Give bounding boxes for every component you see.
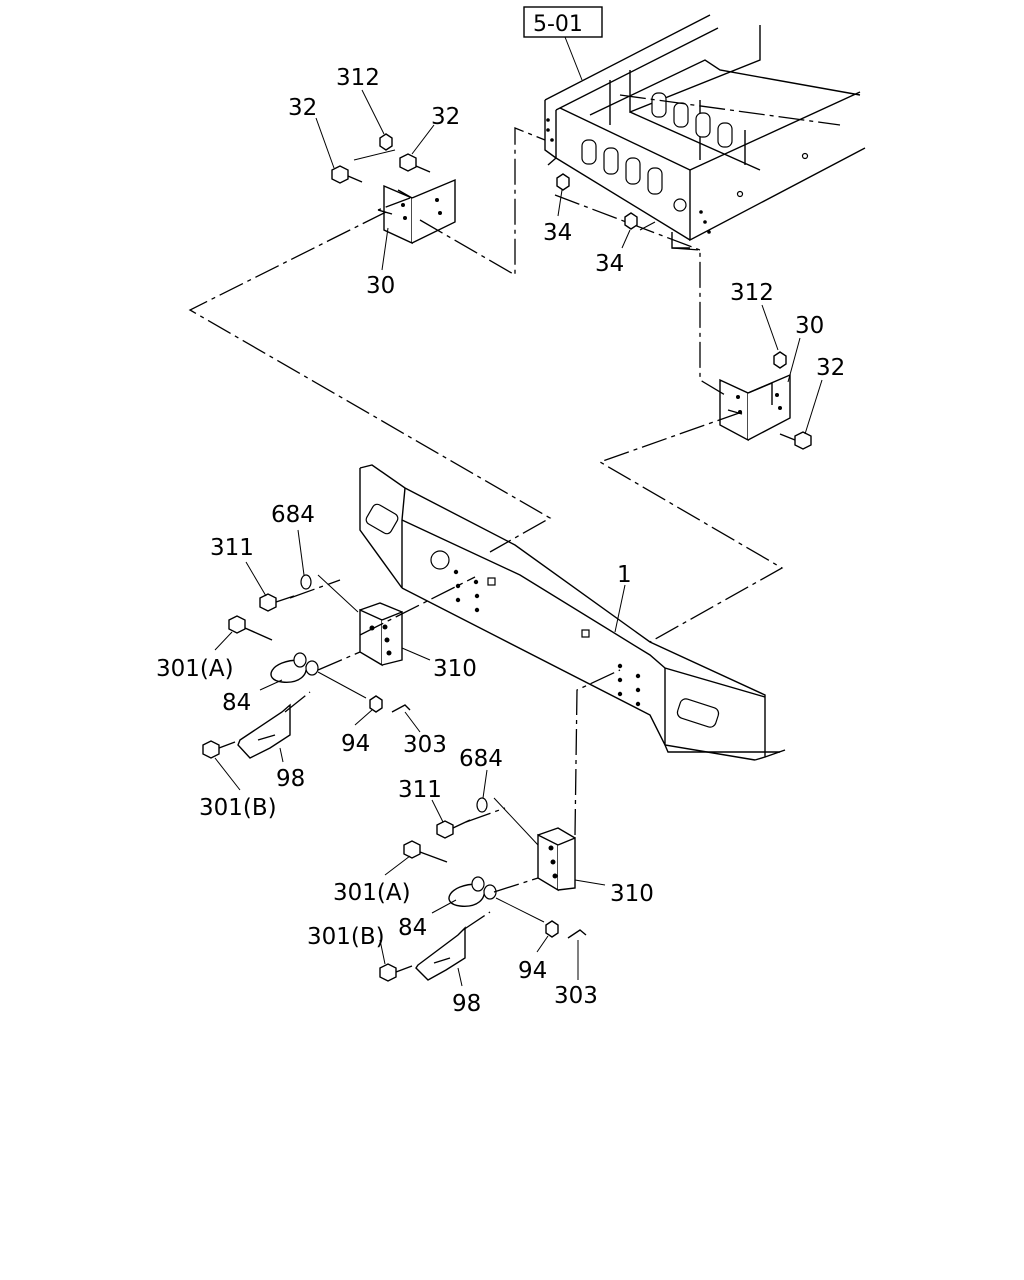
pin-303-lower bbox=[567, 929, 587, 939]
label-312-top: 312 bbox=[336, 65, 380, 91]
tow-bracket-upper bbox=[359, 602, 403, 667]
nut-94-upper bbox=[369, 695, 383, 713]
shackle-84-upper bbox=[270, 652, 319, 683]
bolt-32-right bbox=[779, 431, 812, 450]
label-312-right: 312 bbox=[730, 280, 774, 306]
washer-684-lower bbox=[476, 797, 488, 813]
label-684-upper: 684 bbox=[271, 502, 315, 528]
nut-34-a bbox=[556, 173, 570, 191]
bolt-301b-lower bbox=[379, 963, 413, 982]
label-32-tl: 32 bbox=[288, 95, 317, 121]
label-1: 1 bbox=[617, 562, 632, 588]
label-310-lower: 310 bbox=[610, 881, 654, 907]
bolt-301a-upper bbox=[228, 615, 273, 641]
bolt-301a-lower bbox=[403, 840, 448, 863]
label-94-lower: 94 bbox=[518, 958, 547, 984]
bumper bbox=[359, 464, 786, 761]
label-98-lower: 98 bbox=[452, 991, 481, 1017]
bracket-right bbox=[719, 373, 791, 442]
bolt-32-tr bbox=[399, 153, 431, 173]
plate-98-lower bbox=[415, 926, 466, 981]
label-311-upper: 311 bbox=[210, 535, 254, 561]
label-303-upper: 303 bbox=[403, 732, 447, 758]
nut-312-right bbox=[773, 351, 787, 369]
label-303-lower: 303 bbox=[554, 983, 598, 1009]
label-98-upper: 98 bbox=[276, 766, 305, 792]
tow-bracket-lower bbox=[537, 827, 576, 892]
label-684-lower: 684 bbox=[459, 746, 503, 772]
label-301b-upper: 301(B) bbox=[199, 795, 277, 821]
bolt-311-upper bbox=[259, 593, 295, 612]
label-301a-upper: 301(A) bbox=[156, 656, 234, 682]
label-32-right: 32 bbox=[816, 355, 845, 381]
washer-684-upper bbox=[300, 574, 312, 590]
label-32-tr: 32 bbox=[431, 104, 460, 130]
label-30-top: 30 bbox=[366, 273, 395, 299]
reference-box-text: 5-01 bbox=[533, 12, 583, 37]
pin-303-upper bbox=[391, 704, 411, 713]
label-94-upper: 94 bbox=[341, 731, 370, 757]
bolt-32-tl bbox=[331, 165, 363, 184]
label-311-lower: 311 bbox=[398, 777, 442, 803]
label-34-b: 34 bbox=[595, 251, 624, 277]
nut-94-lower bbox=[545, 920, 559, 938]
label-34-a: 34 bbox=[543, 220, 572, 246]
nut-312-top bbox=[379, 133, 393, 151]
label-84-lower: 84 bbox=[398, 915, 427, 941]
frame-section bbox=[544, 14, 866, 251]
nut-34-b bbox=[624, 212, 638, 230]
label-301b-lower: 301(B) bbox=[307, 924, 385, 950]
shackle-84-lower bbox=[448, 876, 497, 907]
reference-box[interactable]: 5-01 bbox=[523, 6, 603, 38]
bolt-301b-upper bbox=[202, 740, 236, 759]
label-30-right: 30 bbox=[795, 313, 824, 339]
bracket-left-top bbox=[377, 178, 456, 245]
label-84-upper: 84 bbox=[222, 690, 251, 716]
bolt-311-lower bbox=[436, 819, 471, 839]
label-301a-lower: 301(A) bbox=[333, 880, 411, 906]
plate-98-upper bbox=[237, 703, 291, 759]
label-310-upper: 310 bbox=[433, 656, 477, 682]
